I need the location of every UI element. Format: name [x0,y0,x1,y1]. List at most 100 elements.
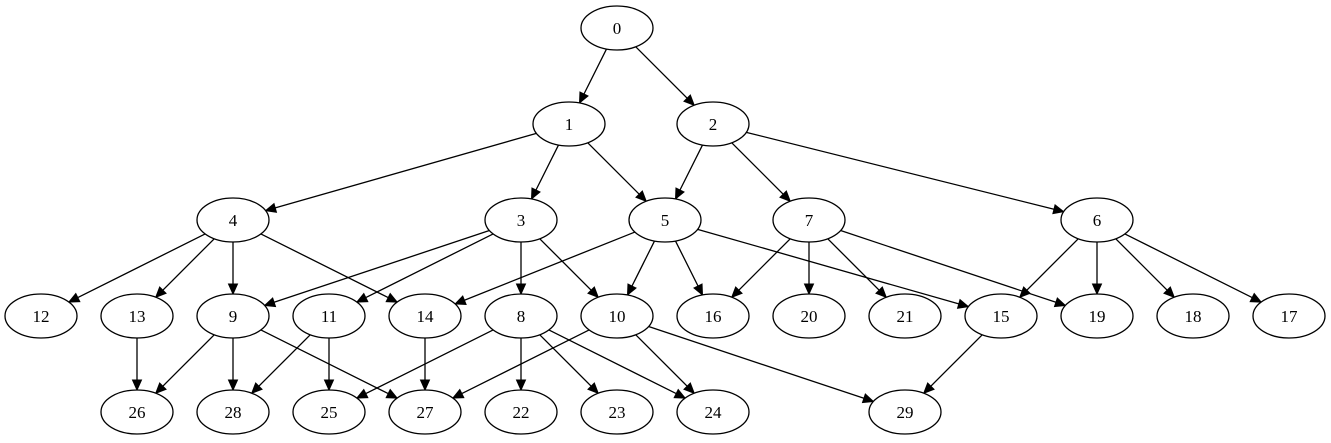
node-label: 17 [1281,307,1299,326]
node-1: 1 [532,101,606,147]
edge-10-29 [648,325,875,404]
node-ellipse [868,293,942,339]
edge-0-1 [578,48,608,105]
arrowhead [1163,286,1176,299]
edge-line [1124,233,1253,299]
arrowhead [635,190,648,203]
node-ellipse [532,101,606,147]
edge-0-2 [635,46,696,107]
node-label: 18 [1185,307,1202,326]
edge-5-16 [674,240,704,297]
node-label: 1 [565,115,574,134]
node-ellipse [1156,293,1230,339]
edge-5-14 [453,231,636,305]
edge-line [258,334,311,387]
node-ellipse [1060,293,1134,339]
edge-3-8 [515,242,527,296]
arrowhead [1091,283,1103,296]
node-label: 4 [229,211,238,230]
arrowhead [131,379,143,392]
node-19: 19 [1060,293,1134,339]
arrowhead [803,283,815,296]
node-28: 28 [196,389,270,435]
node-20: 20 [772,293,846,339]
edge-2-7 [731,142,792,203]
node-label: 21 [897,307,914,326]
edge-line [539,238,592,291]
node-ellipse [484,197,558,243]
edge-10-24 [635,334,696,395]
edge-line [697,228,959,305]
edge-7-16 [730,238,791,299]
edge-line [746,131,1055,210]
node-label: 10 [609,307,626,326]
node-ellipse [196,389,270,435]
edge-line [275,132,537,209]
arrowhead [587,382,600,395]
node-label: 13 [129,307,146,326]
arrowhead [1052,204,1065,215]
node-label: 28 [225,403,242,422]
edge-3-10 [539,238,600,299]
node-2: 2 [676,101,750,147]
node-label: 3 [517,211,526,230]
node-label: 0 [613,19,622,38]
edge-13-26 [131,338,143,392]
arrowhead [515,379,527,392]
edge-line [260,233,389,299]
arrowhead [861,393,875,404]
edge-1-3 [530,144,560,201]
edge-line [731,142,784,195]
edge-14-27 [419,338,431,392]
node-ellipse [388,293,462,339]
edge-8-23 [539,334,600,395]
edge-line [679,144,704,191]
node-label: 29 [897,403,914,422]
arrowhead [587,286,600,299]
arrowhead [385,292,399,303]
node-24: 24 [676,389,750,435]
node-0: 0 [580,5,654,51]
arrowhead [154,286,167,299]
node-ellipse [292,389,366,435]
edge-4-14 [260,233,399,303]
edge-1-5 [587,142,648,203]
arrowhead [250,382,263,395]
node-15: 15 [964,293,1038,339]
edge-9-27 [260,329,399,399]
arrowhead [530,187,541,201]
edge-15-29 [922,334,983,395]
node-12: 12 [4,293,78,339]
node-label: 27 [417,403,435,422]
node-21: 21 [868,293,942,339]
edge-4-13 [154,238,215,299]
node-8: 8 [484,293,558,339]
edge-7-21 [827,238,888,299]
edge-4-12 [67,233,206,303]
node-label: 12 [33,307,50,326]
node-label: 22 [513,403,530,422]
arrowhead [67,292,81,303]
arrowhead [227,283,239,296]
node-label: 8 [517,307,526,326]
arrowhead [922,382,935,395]
node-ellipse [580,389,654,435]
edge-2-6 [746,131,1065,215]
edge-6-15 [1018,238,1079,299]
arrowhead [673,388,687,399]
node-11: 11 [292,293,366,339]
edge-3-11 [355,233,494,303]
node-7: 7 [772,197,846,243]
node-label: 20 [801,307,818,326]
node-ellipse [868,389,942,435]
edge-11-25 [323,338,335,392]
arrowhead [956,298,970,309]
node-ellipse [580,293,654,339]
edge-line [635,46,688,99]
node-ellipse [484,293,558,339]
arrowhead [779,190,792,203]
node-27: 27 [388,389,462,435]
arrowhead [323,379,335,392]
edge-line [539,334,592,387]
arrowhead [264,202,278,213]
